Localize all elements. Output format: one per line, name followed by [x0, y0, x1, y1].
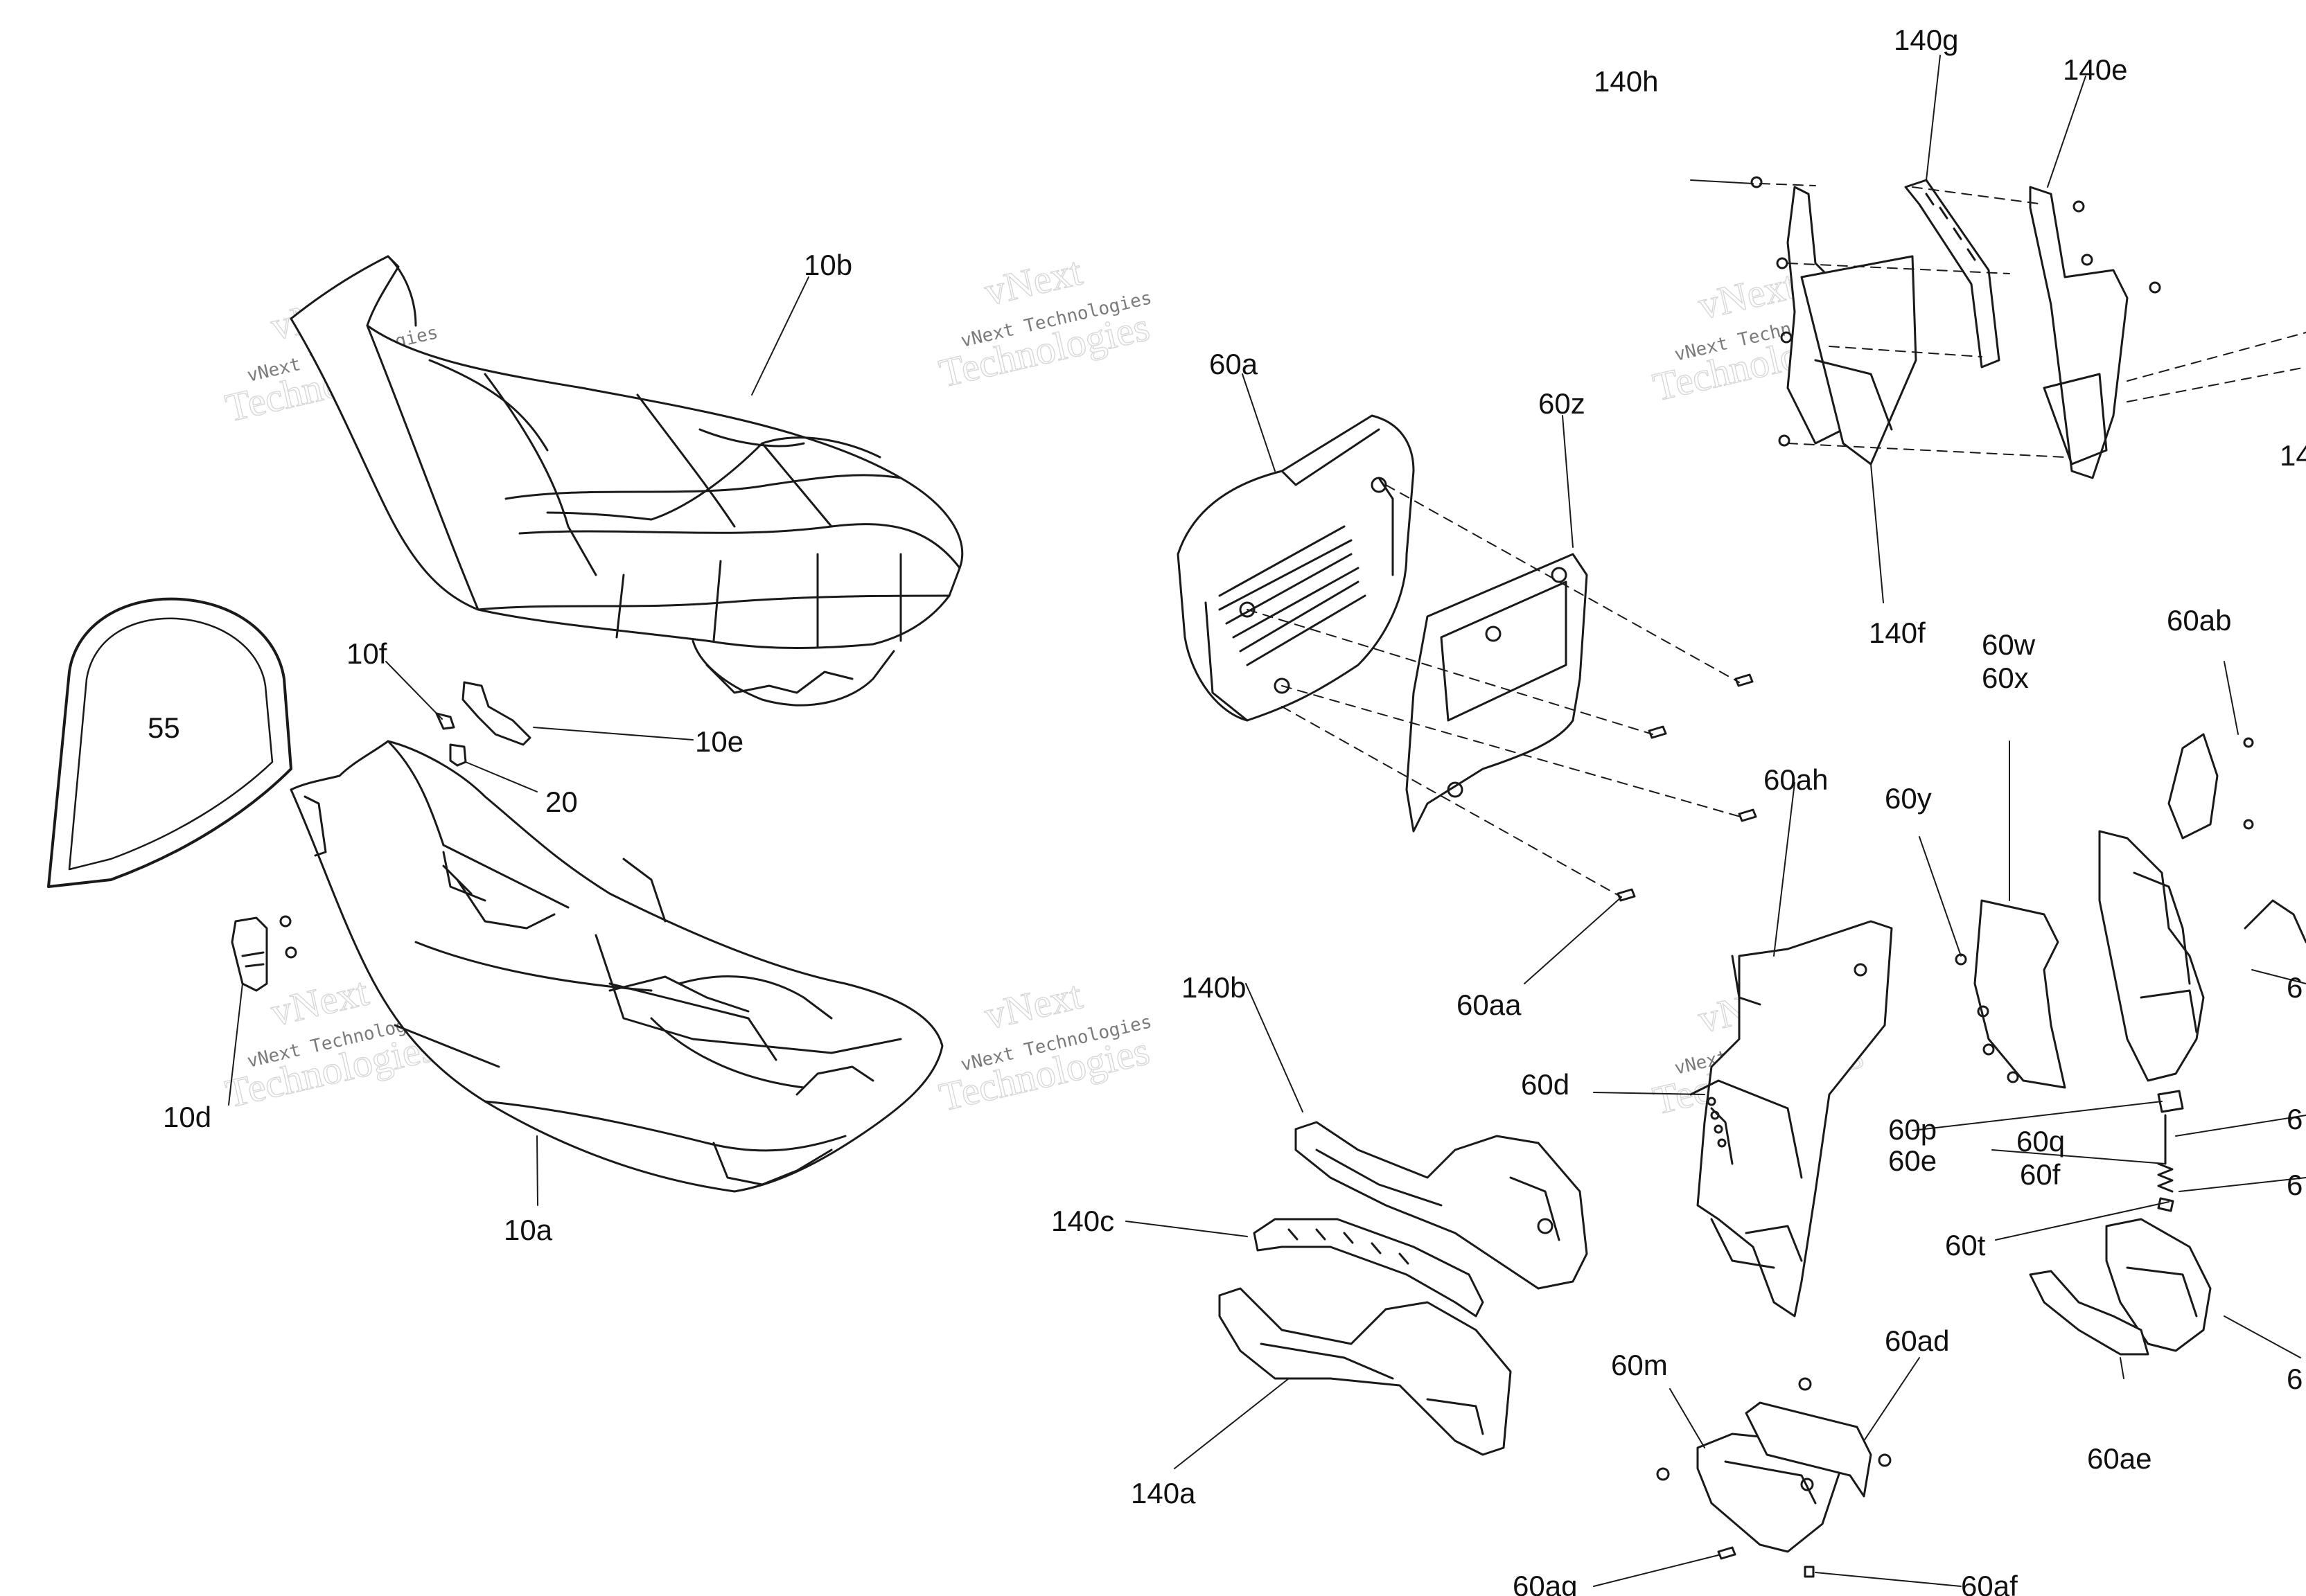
label-140b: 140b — [1181, 971, 1246, 1004]
bracket-60y — [1956, 901, 2065, 1088]
back-panel-60z — [1407, 554, 1587, 831]
watermark-outline-top: vNext — [980, 972, 1086, 1038]
panel-55 — [49, 599, 291, 887]
pin-20 — [450, 745, 466, 765]
backrest-rear-60a — [1178, 416, 1414, 720]
label-6-partial-b: 6 — [2287, 1169, 2303, 1201]
label-10e: 10e — [695, 725, 743, 758]
label-60f: 60f — [2020, 1158, 2061, 1191]
plate-60ad — [1746, 1403, 1890, 1496]
label-60ae: 60ae — [2087, 1442, 2151, 1475]
label-60aa: 60aa — [1456, 988, 1522, 1021]
label-6-partial-c: 6 — [2287, 1363, 2303, 1395]
screw-60ag — [1718, 1548, 1813, 1577]
screws-140h — [1752, 177, 2160, 445]
latch-assembly-60w — [2100, 734, 2253, 1081]
watermark-5: vNext vNext Technologies Technologies — [935, 972, 1154, 1120]
clip-10f — [437, 713, 454, 729]
watermark-2: vNext vNext Technologies Technologies — [935, 248, 1154, 396]
label-60af: 60af — [1961, 1570, 2018, 1596]
label-10f: 10f — [346, 637, 387, 670]
handle-cover-140e — [2030, 187, 2127, 478]
cover-60ae — [2030, 1271, 2148, 1354]
callout-labels: 10b 10a 10d 10e 10f 20 55 60a 60z 60aa 6… — [148, 24, 2306, 1596]
label-140e: 140e — [2063, 53, 2127, 86]
partial-part-right — [2245, 901, 2306, 942]
bracket-10e — [463, 682, 530, 745]
label-60z: 60z — [1538, 387, 1585, 420]
label-140a: 140a — [1131, 1477, 1196, 1509]
label-60x: 60x — [1982, 662, 2029, 694]
watermark-outline-top: vNext — [267, 968, 373, 1034]
label-60q: 60q — [2016, 1125, 2065, 1158]
label-60ah: 60ah — [1763, 763, 1828, 796]
handle-side-140f — [1788, 187, 1916, 464]
label-140f: 140f — [1869, 617, 1926, 649]
label-140h: 140h — [1594, 65, 1658, 98]
center-panel-60ah — [1691, 921, 1892, 1316]
leader-dashes-60a-60z — [1247, 484, 1743, 898]
latch-housing-60t — [2106, 1219, 2210, 1351]
label-10d: 10d — [163, 1101, 211, 1133]
label-60ag: 60ag — [1513, 1570, 1577, 1596]
label-140g: 140g — [1894, 24, 1958, 56]
seat-base-10a — [291, 741, 942, 1191]
watermark-outline-top: vNext — [1694, 262, 1800, 328]
label-60t: 60t — [1945, 1229, 1986, 1261]
label-60y: 60y — [1885, 782, 1932, 815]
label-55: 55 — [148, 711, 180, 744]
handle-140b — [1296, 1122, 1587, 1288]
label-6-partial-d: 6 — [2287, 971, 2303, 1004]
spring-60q — [2158, 1091, 2183, 1211]
leader-lines — [228, 55, 2306, 1587]
label-60w: 60w — [1982, 628, 2036, 661]
handle-bar-140c — [1254, 1219, 1483, 1316]
handle-140a — [1220, 1288, 1511, 1455]
label-60m: 60m — [1611, 1349, 1668, 1381]
label-10a: 10a — [504, 1214, 553, 1246]
label-60p: 60p — [1888, 1113, 1937, 1146]
handle-bar-140g — [1905, 180, 1999, 367]
label-10b: 10b — [804, 249, 852, 281]
seat-cushion-10b — [291, 256, 962, 705]
label-6-partial-a: 6 — [2287, 1103, 2303, 1135]
label-60ab: 60ab — [2167, 604, 2231, 637]
leader-dashes-140 — [1759, 183, 2306, 458]
watermark-outline-top: vNext — [980, 248, 1086, 314]
label-60ad: 60ad — [1885, 1324, 1949, 1357]
latch-10d — [232, 916, 296, 991]
label-60a: 60a — [1209, 348, 1258, 380]
label-20: 20 — [545, 786, 578, 818]
label-140c: 140c — [1051, 1205, 1114, 1237]
label-60d: 60d — [1521, 1068, 1569, 1101]
label-14-partial: 14 — [2280, 439, 2306, 472]
label-60e: 60e — [1888, 1144, 1937, 1177]
